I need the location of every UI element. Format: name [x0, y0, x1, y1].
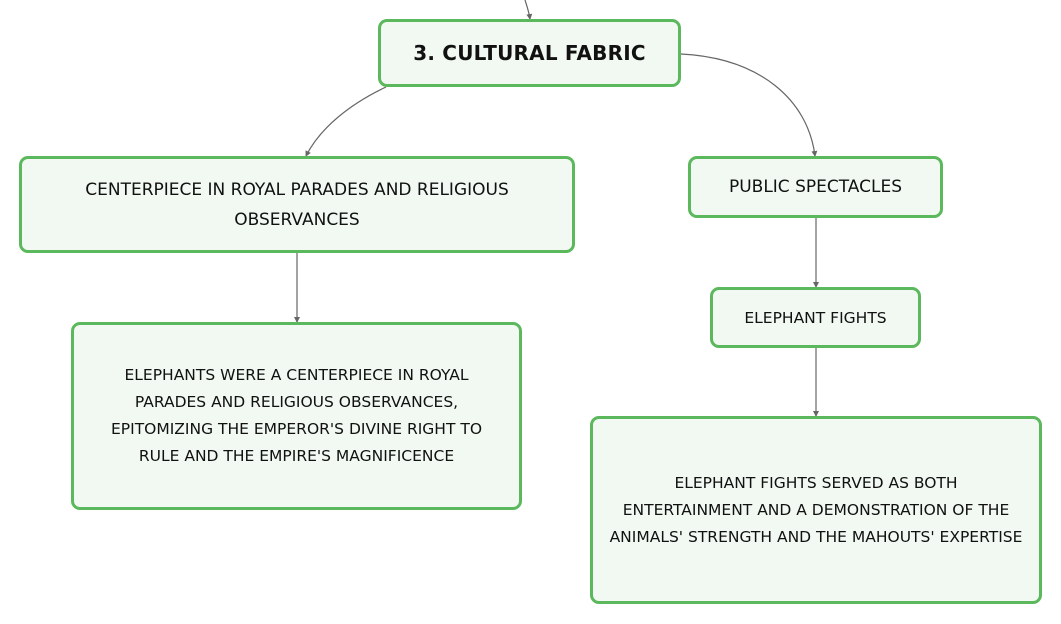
edge-root-to-parades [305, 86, 387, 157]
node-elephant-fights-detail[interactable]: ELEPHANT FIGHTS SERVED AS BOTH ENTERTAIN… [590, 416, 1042, 604]
node-label: ELEPHANT FIGHTS SERVED AS BOTH ENTERTAIN… [609, 473, 1023, 546]
node-label: PUBLIC SPECTACLES [728, 177, 903, 197]
edge-incoming-to-root [524, 0, 533, 20]
node-label: ELEPHANTS WERE A CENTERPIECE IN ROYAL PA… [110, 366, 483, 465]
node-royal-parades[interactable]: CENTERPIECE IN ROYAL PARADES AND RELIGIO… [19, 156, 575, 253]
node-public-spectacles[interactable]: PUBLIC SPECTACLES [688, 156, 943, 218]
node-label: CENTERPIECE IN ROYAL PARADES AND RELIGIO… [85, 179, 509, 230]
node-royal-parades-detail[interactable]: ELEPHANTS WERE A CENTERPIECE IN ROYAL PA… [71, 322, 522, 510]
node-label: 3. CULTURAL FABRIC [413, 41, 646, 65]
node-elephant-fights[interactable]: ELEPHANT FIGHTS [710, 287, 921, 348]
node-label: ELEPHANT FIGHTS [744, 308, 887, 327]
edge-root-to-spectacles [680, 53, 818, 157]
node-cultural-fabric[interactable]: 3. CULTURAL FABRIC [378, 19, 681, 87]
